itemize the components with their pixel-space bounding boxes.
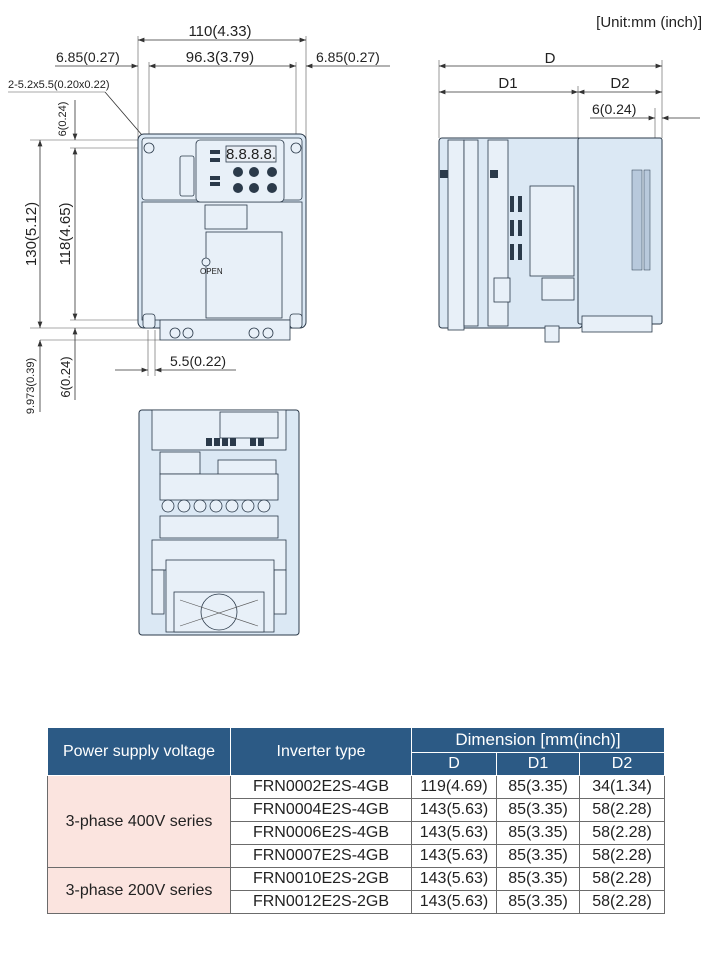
dim-hole-pitch-vertical: 118(4.65) xyxy=(57,202,74,265)
type-cell: FRN0007E2S-4GB xyxy=(230,844,412,868)
dim-bottom-offset: 6(0.24) xyxy=(58,356,73,397)
voltage-cell: 3-phase 400V series xyxy=(47,775,231,868)
table-row: 3-phase 400V series FRN0002E2S-4GB 119(4… xyxy=(47,775,665,868)
front-view: 110(4.33) 96.3(3.79) 6.85(0.27) 6.85(0.2… xyxy=(8,23,390,414)
header-voltage: Power supply voltage xyxy=(47,727,231,776)
type-cell: FRN0012E2S-2GB xyxy=(230,890,412,914)
d-cell: 143(5.63) xyxy=(411,821,497,845)
dim-hole-pitch: 96.3(3.79) xyxy=(186,49,254,66)
unit-label: [Unit:mm (inch)] xyxy=(596,14,702,31)
d1-cell: 85(3.35) xyxy=(496,775,580,799)
dim-left-margin: 6.85(0.27) xyxy=(56,49,120,65)
d2-cell: 58(2.28) xyxy=(579,890,665,914)
dim-top-offset: 6(0.24) xyxy=(57,102,69,137)
dim-depth-2: D2 xyxy=(610,75,629,92)
header-d: D xyxy=(411,752,497,776)
header-d1: D1 xyxy=(496,752,580,776)
d2-cell: 58(2.28) xyxy=(579,867,665,891)
dim-depth: D xyxy=(545,50,556,67)
type-cell: FRN0002E2S-4GB xyxy=(230,775,412,799)
d2-cell: 58(2.28) xyxy=(579,821,665,845)
d1-cell: 85(3.35) xyxy=(496,867,580,891)
voltage-cell: 3-phase 200V series xyxy=(47,867,231,914)
d-cell: 143(5.63) xyxy=(411,844,497,868)
dim-slot-width: 5.5(0.22) xyxy=(170,353,226,369)
side-view: D D1 D2 6(0.24) xyxy=(438,50,700,343)
open-label: OPEN xyxy=(200,267,223,276)
type-cell: FRN0006E2S-4GB xyxy=(230,821,412,845)
d-cell: 119(4.69) xyxy=(411,775,497,799)
svg-text:8.8.8.8.: 8.8.8.8. xyxy=(226,146,276,163)
dim-height-overall: 130(5.12) xyxy=(23,202,40,266)
d1-cell: 85(3.35) xyxy=(496,798,580,822)
header-type: Inverter type xyxy=(230,727,412,776)
d1-cell: 85(3.35) xyxy=(496,844,580,868)
table-row: FRN0012E2S-2GB 143(5.63) 85(3.35) 58(2.2… xyxy=(48,890,665,914)
dim-width-overall: 110(4.33) xyxy=(188,23,251,40)
d2-cell: 34(1.34) xyxy=(579,775,665,799)
dimension-table: Power supply voltage Inverter type Dimen… xyxy=(47,727,665,914)
table-row: 3-phase 200V series FRN0010E2S-2GB 143(5… xyxy=(47,867,665,914)
dim-hole-spec: 2-5.2x5.5(0.20x0.22) xyxy=(8,79,110,91)
type-cell: FRN0004E2S-4GB xyxy=(230,798,412,822)
type-cell: FRN0010E2S-2GB xyxy=(230,867,412,891)
dim-right-margin: 6.85(0.27) xyxy=(316,49,380,65)
bottom-view xyxy=(138,409,300,636)
d-cell: 143(5.63) xyxy=(411,867,497,891)
d-cell: 143(5.63) xyxy=(411,890,497,914)
dim-depth-1: D1 xyxy=(498,75,517,92)
d1-cell: 85(3.35) xyxy=(496,821,580,845)
table-row: FRN0006E2S-4GB 143(5.63) 85(3.35) 58(2.2… xyxy=(48,821,665,845)
d1-cell: 85(3.35) xyxy=(496,890,580,914)
header-dimension: Dimension [mm(inch)] xyxy=(411,727,665,753)
d2-cell: 58(2.28) xyxy=(579,798,665,822)
dim-bottom-small: 9.973(0.39) xyxy=(25,358,37,414)
d-cell: 143(5.63) xyxy=(411,798,497,822)
header-d2: D2 xyxy=(579,752,665,776)
d2-cell: 58(2.28) xyxy=(579,844,665,868)
table-row: FRN0007E2S-4GB 143(5.63) 85(3.35) 58(2.2… xyxy=(48,844,665,868)
dim-side-offset: 6(0.24) xyxy=(592,101,636,117)
dimension-drawing: 110(4.33) 96.3(3.79) 6.85(0.27) 6.85(0.2… xyxy=(8,23,700,636)
